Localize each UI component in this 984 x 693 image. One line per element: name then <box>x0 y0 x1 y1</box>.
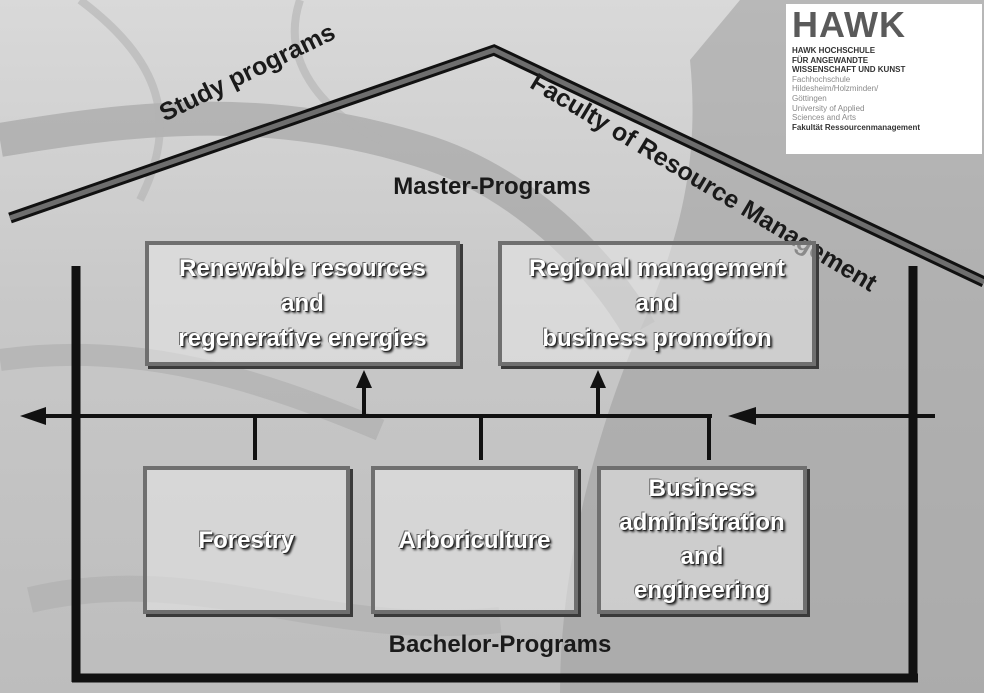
bachelor-program-arboriculture: Arboriculture <box>371 466 578 614</box>
master-programs-title: Master-Programs <box>393 173 591 200</box>
logo-mark: HAWK <box>792 4 906 45</box>
logo-line: Fachhochschule <box>792 74 851 84</box>
program-label: Regional management and business promoti… <box>528 255 786 352</box>
program-label: Business administration and engineering <box>619 475 785 604</box>
bachelor-program-business: Business administration and engineering <box>597 466 807 614</box>
logo-line: University of Applied <box>792 103 865 113</box>
logo-line: Hildesheim/Holzminden/ <box>792 84 879 94</box>
logo-line: Fakultät Ressourcenmanagement <box>792 122 921 132</box>
logo-line: FÜR ANGEWANDTE <box>792 55 869 65</box>
logo-line: Göttingen <box>792 93 827 103</box>
master-program-regional: Regional management and business promoti… <box>498 241 816 366</box>
arrow-head-up <box>590 370 606 388</box>
arrow-head-left <box>20 407 46 425</box>
roof-line-highlight <box>9 47 984 285</box>
branch-shape <box>290 0 382 144</box>
program-label: Arboriculture <box>398 526 551 554</box>
logo-line: HAWK HOCHSCHULE <box>792 46 876 55</box>
logo-text: HAWK HOCHSCHULE FÜR ANGEWANDTE WISSENSCH… <box>792 46 982 132</box>
incoming-arrow-head <box>728 407 756 425</box>
arrow-head-up <box>356 370 372 388</box>
bachelor-program-forestry: Forestry <box>143 466 350 614</box>
bachelor-programs-title: Bachelor-Programs <box>388 631 612 658</box>
hawk-logo: HAWK HAWK HOCHSCHULE FÜR ANGEWANDTE WISS… <box>786 4 982 154</box>
program-label: Forestry <box>198 526 295 554</box>
logo-line: Sciences and Arts <box>792 113 857 123</box>
branch-shape <box>0 343 385 441</box>
master-program-renewable: Renewable resources and regenerative ene… <box>145 241 460 366</box>
program-label: Renewable resources and regenerative ene… <box>178 255 427 352</box>
logo-line: WISSENSCHAFT UND KUNST <box>792 65 906 75</box>
